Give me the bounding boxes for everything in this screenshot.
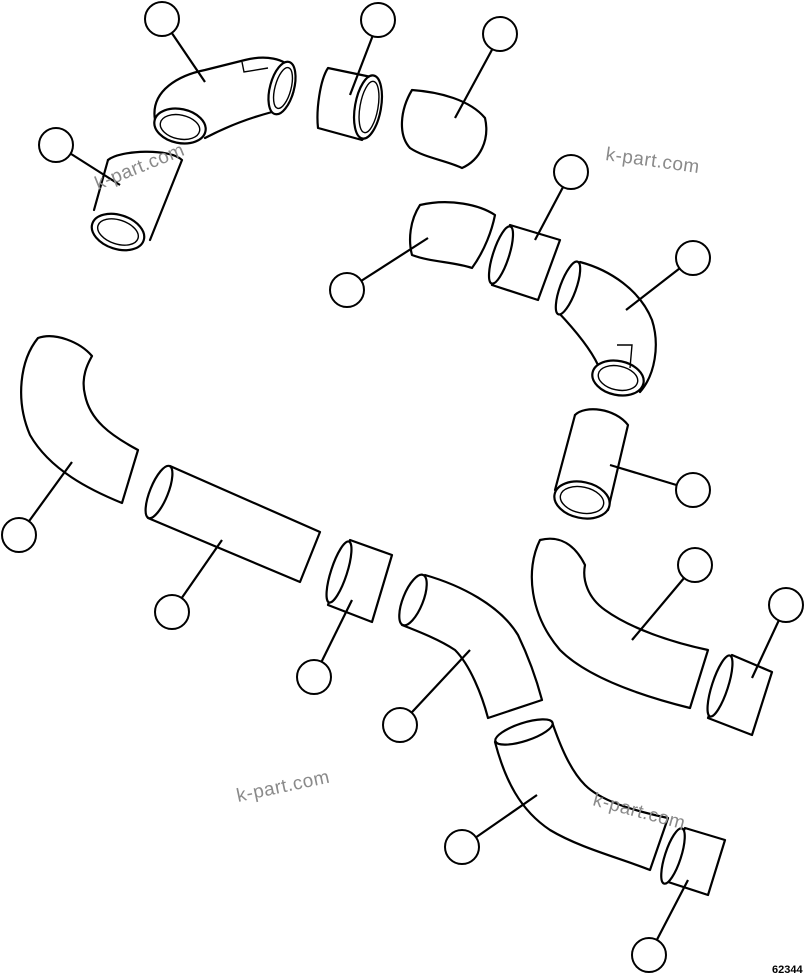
- callout-bubble: [631, 937, 667, 973]
- middle-coupler: [487, 223, 562, 302]
- lower-center-bend: [398, 573, 544, 720]
- watermark-text: k-part.com: [591, 790, 688, 835]
- callout-bubble: [1, 517, 37, 553]
- top-bend: [400, 88, 488, 170]
- right-straight-hose: [553, 408, 630, 520]
- callout-bubble: [675, 240, 711, 276]
- callout-bubble: [144, 1, 180, 37]
- callout-bubble: [329, 272, 365, 308]
- callout-bubble: [768, 587, 804, 623]
- top-straight-hose: [90, 150, 184, 252]
- callout-bubble: [296, 659, 332, 695]
- bottom-coupler: [660, 826, 727, 897]
- callout-bubble: [360, 2, 396, 38]
- bottom-bend: [493, 718, 670, 872]
- lower-right-bend: [530, 537, 710, 710]
- middle-bend: [409, 201, 497, 270]
- left-long-bend: [20, 335, 140, 505]
- figure-number: 62344: [772, 964, 803, 976]
- watermark-text: k-part.com: [604, 144, 701, 178]
- left-long-tube: [144, 464, 322, 584]
- top-coupler: [316, 66, 384, 142]
- lower-coupler-a: [325, 538, 394, 624]
- callout-bubble: [382, 707, 418, 743]
- top-elbow-hose: [153, 56, 297, 145]
- callout-bubble: [553, 154, 589, 190]
- callout-bubble: [154, 594, 190, 630]
- callout-bubble: [444, 829, 480, 865]
- lower-right-coupler: [706, 653, 774, 737]
- watermark-text: k-part.com: [235, 767, 332, 807]
- callout-bubble: [677, 547, 713, 583]
- callout-bubble: [38, 127, 74, 163]
- callout-bubble: [675, 472, 711, 508]
- middle-elbow-hose: [554, 260, 657, 397]
- callout-bubble: [482, 16, 518, 52]
